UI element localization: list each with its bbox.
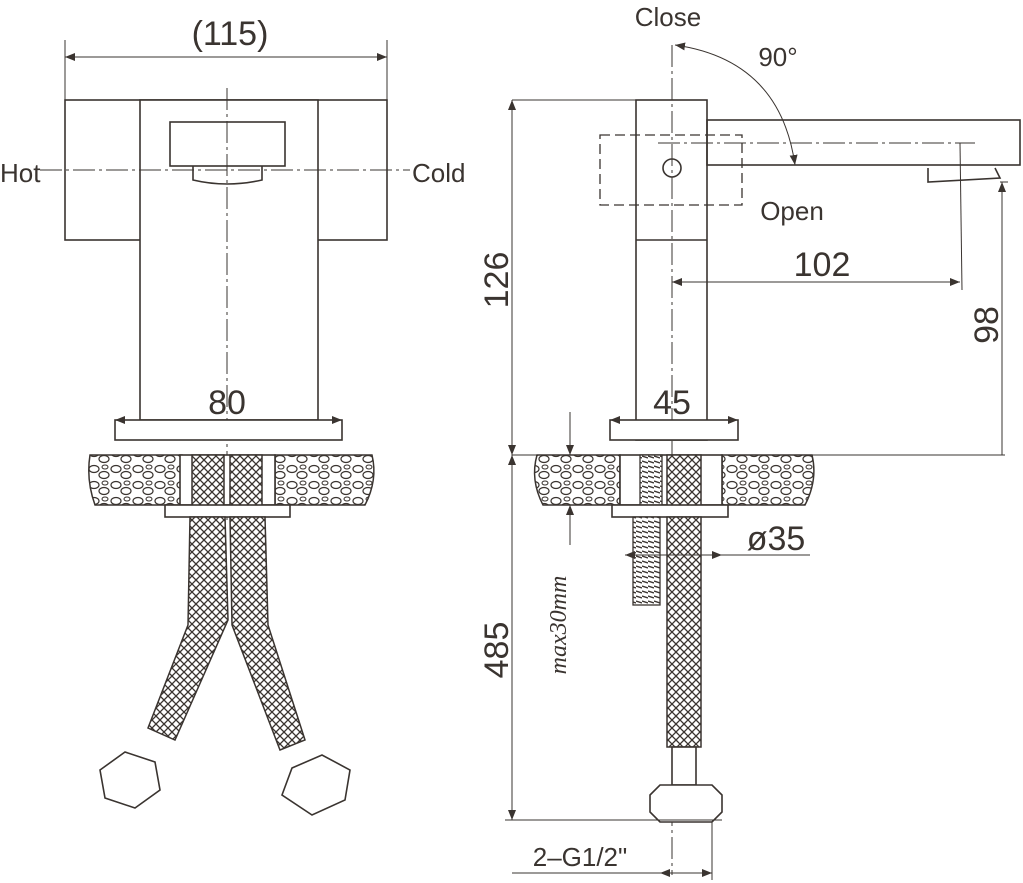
hole-diameter-label: ø35: [747, 520, 806, 558]
countertop-right: [274, 454, 375, 506]
hose-length-label: 485: [478, 622, 516, 679]
angle-label: 90°: [758, 42, 797, 72]
side-countertop-right: [721, 454, 815, 506]
side-mounting-nut: [611, 504, 729, 518]
height-label: 126: [478, 252, 516, 309]
hose-nut-cold: [281, 754, 351, 816]
base-width-label: 80: [208, 384, 246, 422]
connection-label: 2–G1/2": [533, 842, 628, 872]
threaded-rod: [632, 516, 661, 606]
mounting-nut: [164, 504, 291, 518]
countertop-left: [88, 454, 183, 506]
front-view: (115) Hot Cold 80: [0, 15, 465, 816]
aerator: [192, 166, 263, 185]
faucet-body: [139, 99, 319, 421]
hose-cold: [229, 516, 306, 751]
side-hose: [666, 516, 702, 748]
hose-nut-hot: [99, 751, 161, 809]
side-countertop-left: [533, 454, 621, 506]
cold-label: Cold: [412, 158, 465, 188]
side-base-width-label: 45: [653, 384, 691, 422]
rotation-arc: [674, 42, 798, 166]
spout-height-label: 98: [968, 306, 1006, 344]
close-label: Close: [635, 2, 701, 32]
hot-label: Hot: [0, 158, 41, 188]
hose-hot: [147, 516, 229, 741]
open-label: Open: [760, 196, 824, 226]
side-aerator: [927, 167, 1002, 183]
side-base-plate: [609, 419, 739, 441]
side-view: Close 90° Open 102 126 98 45: [478, 2, 1021, 880]
base-plate: [114, 419, 343, 441]
max-thickness-label: max30mm: [546, 576, 572, 675]
side-hose-nut: [649, 784, 723, 823]
spout-reach-label: 102: [794, 246, 851, 284]
width-label: (115): [192, 15, 269, 53]
